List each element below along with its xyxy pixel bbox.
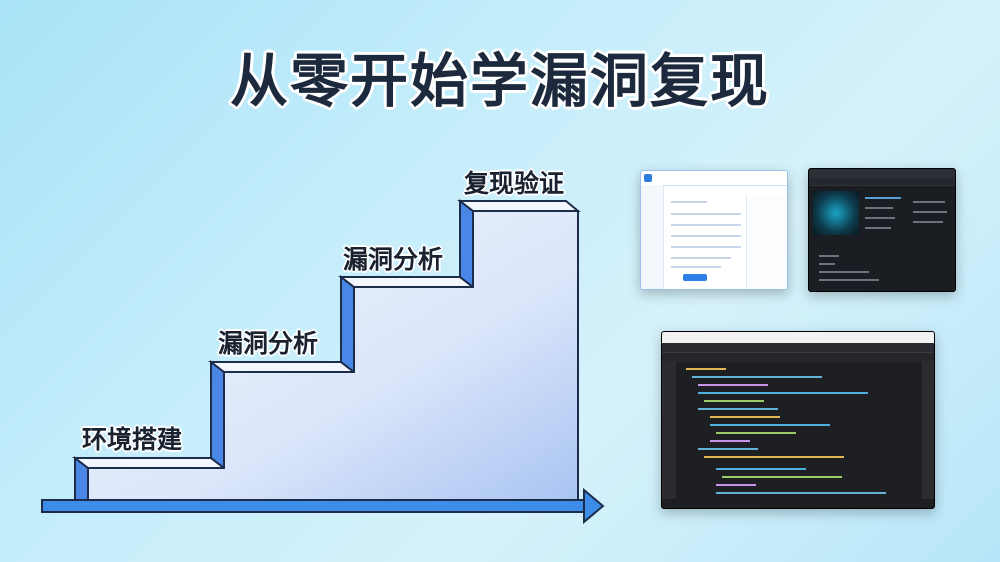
step-label-4: 复现验证 (464, 169, 565, 198)
step-label-3: 漏洞分析 (343, 245, 444, 274)
stair-step-2 (208, 359, 357, 471)
banner-logo (813, 191, 859, 235)
step-label-2: 漏洞分析 (218, 329, 319, 358)
screenshot-code-editor (661, 331, 935, 509)
stair-step-3 (338, 274, 476, 375)
page-title: 从零开始学漏洞复现 (229, 47, 770, 115)
screenshot-terminal (808, 168, 956, 292)
progress-arrow (41, 487, 605, 525)
app-icon (644, 174, 652, 182)
step-label-1: 环境搭建 (82, 425, 183, 454)
stair-body (87, 210, 579, 501)
screenshot-config-app (640, 170, 788, 290)
